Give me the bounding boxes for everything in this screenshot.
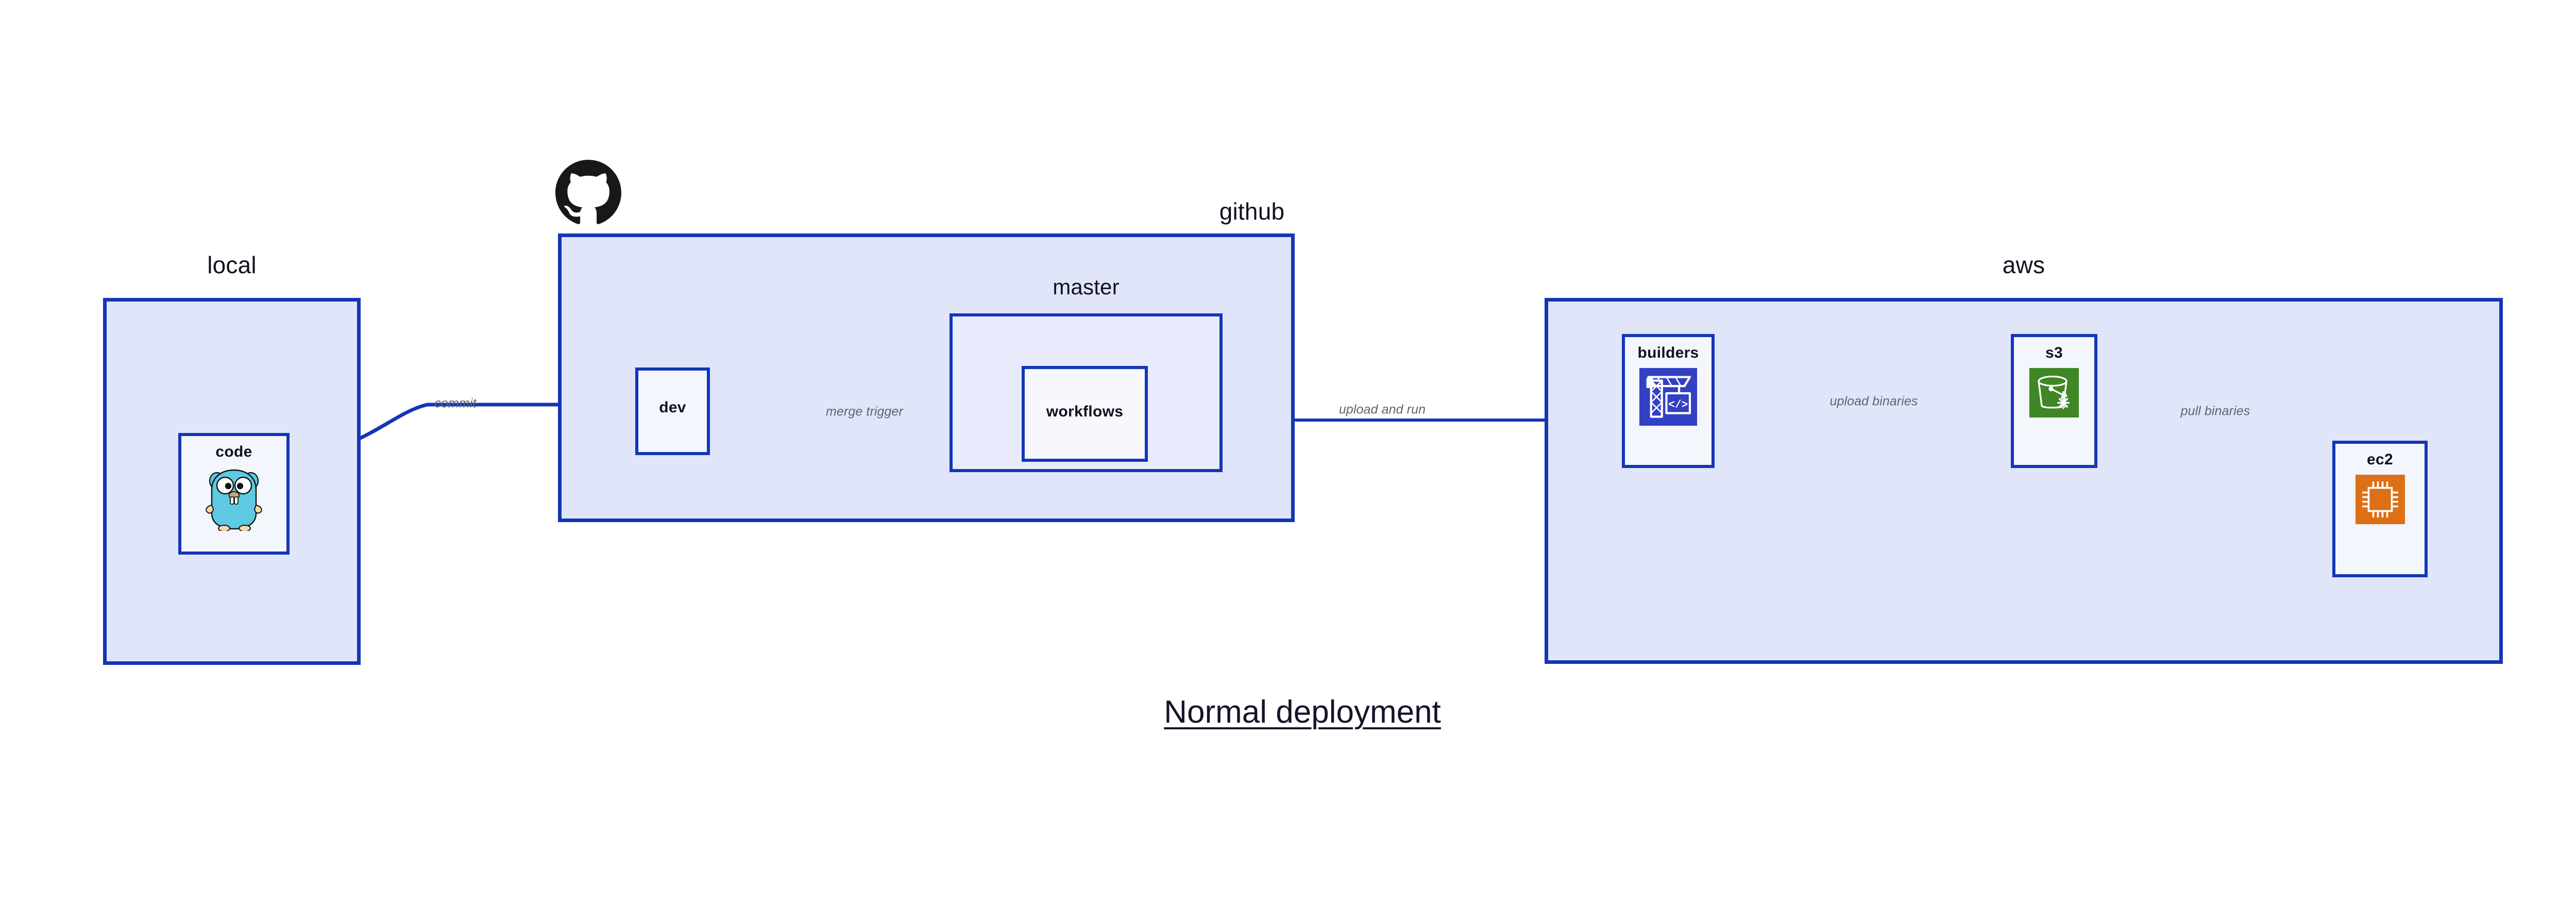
group-aws-label: aws: [2002, 252, 2045, 278]
group-local[interactable]: [103, 298, 361, 665]
node-dev-label: dev: [659, 399, 686, 416]
node-s3[interactable]: s3: [2011, 334, 2097, 468]
go-gopher-icon: [206, 467, 262, 532]
aws-s3-glacier-bucket-icon: [2029, 368, 2079, 417]
svg-text:</>: </>: [1668, 399, 1688, 411]
node-builders[interactable]: builders <: [1622, 334, 1715, 468]
edge-label-pull-binaries: pull binaries: [2175, 404, 2256, 419]
diagram-title: Normal deployment: [1164, 694, 1441, 730]
group-master-label: master: [1053, 275, 1120, 299]
edge-label-upload-binaries: upload binaries: [1824, 394, 1923, 409]
group-github-label: github: [1219, 198, 1285, 225]
node-workflows-label: workflows: [1046, 403, 1124, 420]
node-builders-label: builders: [1637, 344, 1699, 361]
node-workflows[interactable]: workflows: [1022, 366, 1148, 462]
node-code-label: code: [215, 443, 252, 460]
node-code[interactable]: code: [178, 433, 290, 555]
edge-label-upload-and-run: upload and run: [1333, 402, 1431, 417]
aws-ec2-chip-icon: [2355, 475, 2405, 524]
node-s3-label: s3: [2045, 344, 2063, 361]
group-local-label: local: [207, 252, 257, 278]
github-octocat-icon: [555, 160, 621, 226]
node-ec2-label: ec2: [2367, 451, 2393, 468]
aws-builders-crane-icon: </>: [1639, 368, 1697, 426]
node-ec2[interactable]: ec2: [2332, 441, 2428, 577]
edge-label-commit: commit: [434, 396, 477, 411]
edge-label-merge-trigger: merge trigger: [826, 404, 903, 419]
node-dev[interactable]: dev: [635, 368, 710, 455]
